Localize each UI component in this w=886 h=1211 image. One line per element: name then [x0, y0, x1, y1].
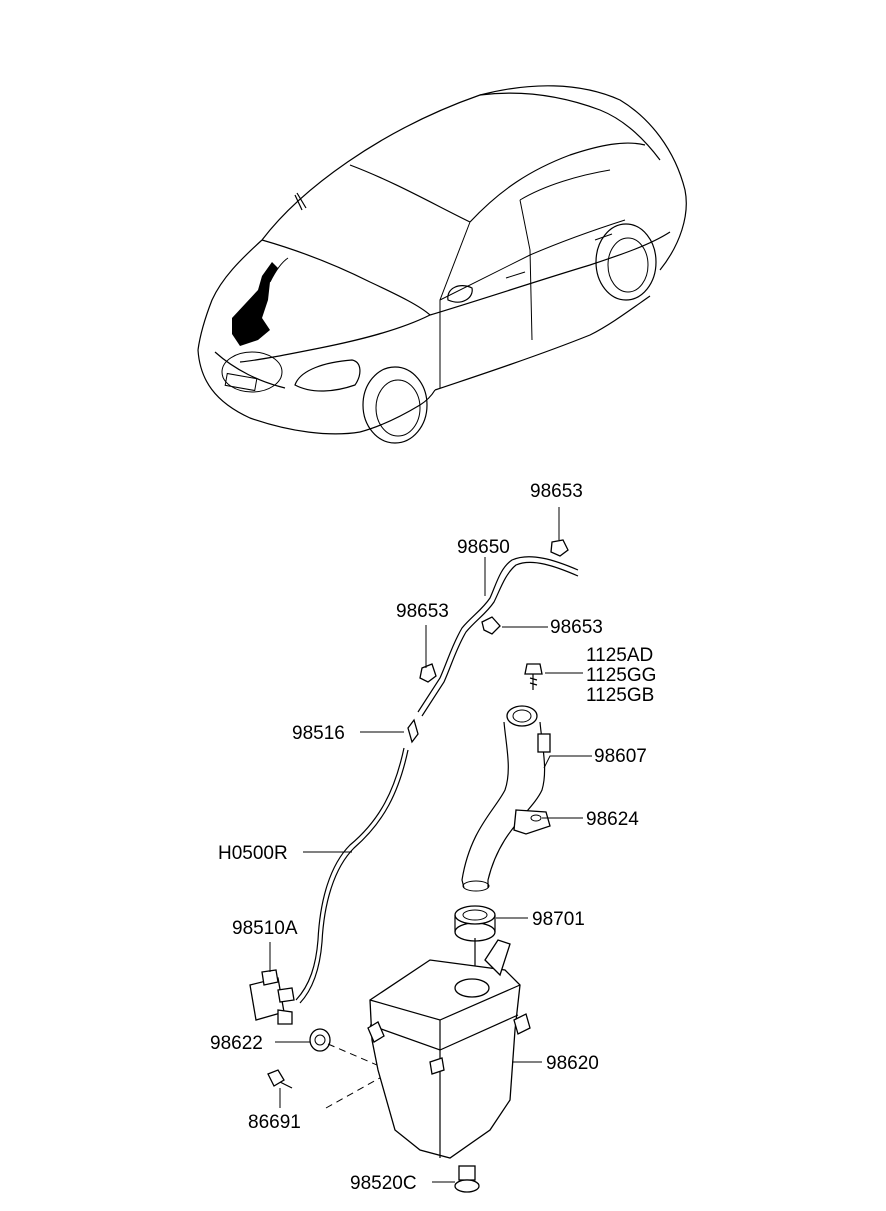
bolt-1125 — [524, 663, 543, 690]
label-98620: 98620 — [546, 1053, 599, 1074]
filler-neck-98607 — [461, 705, 551, 892]
leader-lines — [269, 507, 592, 1183]
label-H0500R: H0500R — [218, 843, 288, 864]
connector-98516 — [407, 718, 419, 744]
label-98516: 98516 — [292, 723, 345, 744]
dashed-leader-screw — [325, 1059, 413, 1109]
label-1125GG: 1125GG — [586, 665, 656, 686]
label-98653-left: 98653 — [396, 601, 449, 622]
label-1125GB: 1125GB — [586, 685, 654, 706]
screw-86691 — [267, 1069, 293, 1089]
label-98622: 98622 — [210, 1033, 263, 1054]
clip-98653-left — [419, 663, 437, 683]
reservoir-tank-98620 — [367, 939, 531, 1159]
label-98653-top: 98653 — [530, 481, 583, 502]
car-illustration — [197, 85, 687, 444]
hose-H0500R — [295, 747, 409, 1004]
label-98607: 98607 — [594, 746, 647, 767]
washer-pump-98510A — [249, 969, 295, 1025]
label-98624: 98624 — [586, 809, 639, 830]
label-98520C: 98520C — [350, 1173, 417, 1194]
label-98650: 98650 — [457, 537, 510, 558]
label-98510A: 98510A — [232, 918, 298, 939]
label-98653-right: 98653 — [550, 617, 603, 638]
clip-98653-top — [550, 539, 569, 557]
label-1125AD: 1125AD — [586, 645, 653, 666]
dashed-leader-seal — [327, 1043, 385, 1069]
clip-98653-right — [481, 616, 501, 635]
washer-hose-98650 — [417, 556, 579, 717]
plug-98520C — [454, 1165, 480, 1193]
seal-98622 — [309, 1028, 331, 1052]
label-86691: 86691 — [248, 1112, 301, 1133]
bracket-98624 — [513, 809, 551, 835]
label-98701: 98701 — [532, 909, 585, 930]
